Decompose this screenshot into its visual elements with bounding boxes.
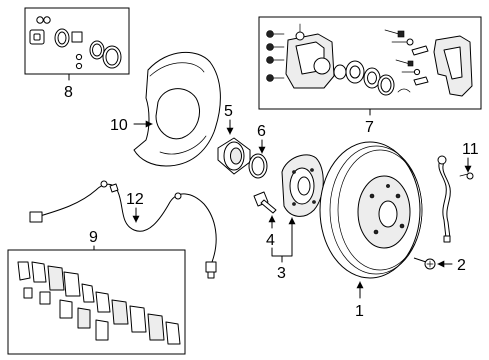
brake-rotor — [319, 141, 423, 279]
caliper-bolts — [266, 30, 285, 82]
callout-8: 8 — [64, 84, 73, 101]
callout-10: 10 — [110, 117, 128, 134]
callout-2: 2 — [457, 257, 466, 274]
slide-pins — [384, 29, 429, 86]
brake-hose — [437, 155, 474, 243]
snap-ring — [248, 153, 268, 179]
caliper-bracket — [433, 35, 473, 97]
wheel-bearing — [217, 137, 251, 175]
hub-bolt — [253, 191, 277, 214]
callout-3: 3 — [277, 265, 286, 282]
callout-11: 11 — [462, 141, 479, 158]
callout-7: 7 — [365, 119, 374, 136]
callout-4: 4 — [266, 232, 275, 249]
seal-kit-box — [24, 7, 130, 75]
wheel-hub — [281, 154, 324, 217]
piston-and-seals — [333, 60, 411, 96]
callout-1: 1 — [355, 303, 364, 320]
brake-pad-frame — [7, 249, 186, 355]
callout-3-bracket — [271, 217, 296, 263]
seal-kit-frame — [24, 7, 130, 75]
dust-shield — [133, 51, 221, 167]
seal-kit-parts — [29, 16, 122, 70]
caliper-body — [285, 23, 335, 89]
abs-sensor-wire — [29, 180, 217, 279]
brake-pad-box — [7, 249, 186, 355]
callout-5: 5 — [224, 103, 233, 120]
caliper-box — [258, 16, 482, 110]
callout-9: 9 — [89, 229, 98, 246]
rotor-screw — [413, 257, 436, 270]
callout-6: 6 — [257, 123, 266, 140]
brake-pads — [17, 261, 181, 345]
callout-12: 12 — [126, 191, 144, 208]
